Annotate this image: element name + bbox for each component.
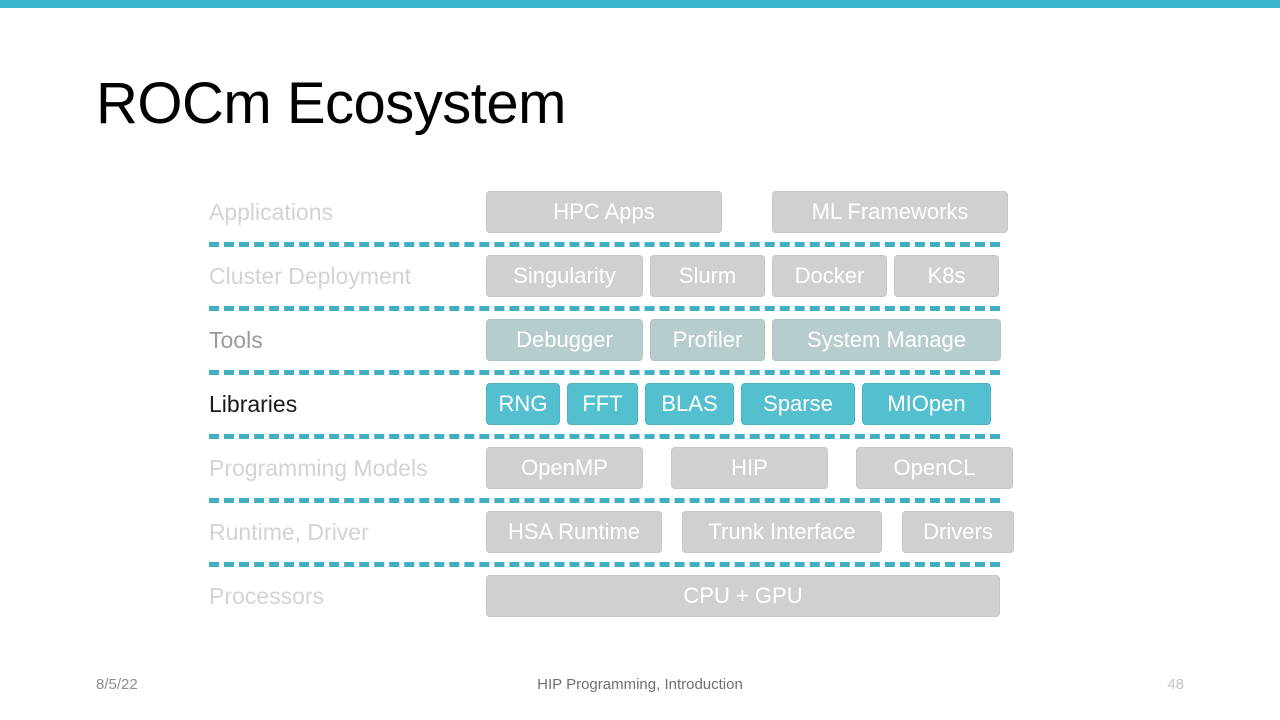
stack-row-nodes-cluster-deployment: Singularity Slurm Docker K8s xyxy=(486,255,1000,297)
stack-node-hip[interactable]: HIP xyxy=(671,447,828,489)
stack-divider-6 xyxy=(209,558,1000,570)
stack-node-k8s[interactable]: K8s xyxy=(894,255,999,297)
stack-row-nodes-applications: HPC Apps ML Frameworks xyxy=(486,191,1008,233)
page-title: ROCm Ecosystem xyxy=(96,71,566,136)
footer-page-number: 48 xyxy=(1167,676,1184,693)
stack-node-hpc-apps[interactable]: HPC Apps xyxy=(486,191,722,233)
top-accent-bar xyxy=(0,0,1280,8)
stack-divider-3 xyxy=(209,366,1000,378)
stack-row-label-applications: Applications xyxy=(209,199,334,225)
stack-node-slurm[interactable]: Slurm xyxy=(650,255,765,297)
stack-row-tools: Tools Debugger Profiler System Manage xyxy=(209,314,1001,366)
footer-deck-title: HIP Programming, Introduction xyxy=(537,676,743,693)
stack-node-opencl[interactable]: OpenCL xyxy=(856,447,1013,489)
stack-row-programming-models: Programming Models OpenMP HIP OpenCL xyxy=(209,442,1013,494)
stack-node-hsa-runtime[interactable]: HSA Runtime xyxy=(486,511,662,553)
stack-row-applications: Applications HPC Apps ML Frameworks xyxy=(209,186,1008,238)
stack-row-label-cluster-deployment: Cluster Deployment xyxy=(209,263,411,289)
stack-row-label-tools: Tools xyxy=(209,327,263,353)
stack-row-nodes-programming-models: OpenMP HIP OpenCL xyxy=(486,447,1013,489)
stack-row-nodes-libraries: RNG FFT BLAS Sparse MIOpen xyxy=(486,383,1000,425)
stack-divider-5 xyxy=(209,494,1000,506)
stack-node-sparse[interactable]: Sparse xyxy=(741,383,855,425)
stack-node-drivers[interactable]: Drivers xyxy=(902,511,1014,553)
stack-node-rng[interactable]: RNG xyxy=(486,383,560,425)
stack-node-cpu-gpu[interactable]: CPU + GPU xyxy=(486,575,1000,617)
stack-node-blas[interactable]: BLAS xyxy=(645,383,734,425)
stack-divider-4 xyxy=(209,430,1000,442)
stack-row-runtime-driver: Runtime, Driver HSA Runtime Trunk Interf… xyxy=(209,506,1014,558)
stack-node-miopen[interactable]: MIOpen xyxy=(862,383,991,425)
stack-row-nodes-processors: CPU + GPU xyxy=(486,575,1000,617)
stack-row-cluster-deployment: Cluster Deployment Singularity Slurm Doc… xyxy=(209,250,1000,302)
stack-node-debugger[interactable]: Debugger xyxy=(486,319,643,361)
stack-divider-1 xyxy=(209,238,1000,250)
stack-node-singularity[interactable]: Singularity xyxy=(486,255,643,297)
stack-row-label-runtime-driver: Runtime, Driver xyxy=(209,519,369,545)
stack-row-label-processors: Processors xyxy=(209,583,325,609)
rocm-stack-diagram: Applications HPC Apps ML Frameworks Clus… xyxy=(209,186,1014,622)
stack-node-profiler[interactable]: Profiler xyxy=(650,319,765,361)
stack-node-system-manage[interactable]: System Manage xyxy=(772,319,1001,361)
stack-node-openmp[interactable]: OpenMP xyxy=(486,447,643,489)
stack-row-processors: Processors CPU + GPU xyxy=(209,570,1000,622)
footer-date: 8/5/22 xyxy=(96,676,138,693)
stack-row-libraries: Libraries RNG FFT BLAS Sparse MIOpen xyxy=(209,378,1000,430)
stack-node-ml-frameworks[interactable]: ML Frameworks xyxy=(772,191,1008,233)
stack-row-nodes-runtime-driver: HSA Runtime Trunk Interface Drivers xyxy=(486,511,1014,553)
stack-divider-2 xyxy=(209,302,1000,314)
stack-row-label-libraries: Libraries xyxy=(209,391,298,417)
stack-node-docker[interactable]: Docker xyxy=(772,255,887,297)
stack-row-nodes-tools: Debugger Profiler System Manage xyxy=(486,319,1001,361)
stack-node-trunk-interface[interactable]: Trunk Interface xyxy=(682,511,882,553)
stack-node-fft[interactable]: FFT xyxy=(567,383,638,425)
stack-row-label-programming-models: Programming Models xyxy=(209,455,428,481)
